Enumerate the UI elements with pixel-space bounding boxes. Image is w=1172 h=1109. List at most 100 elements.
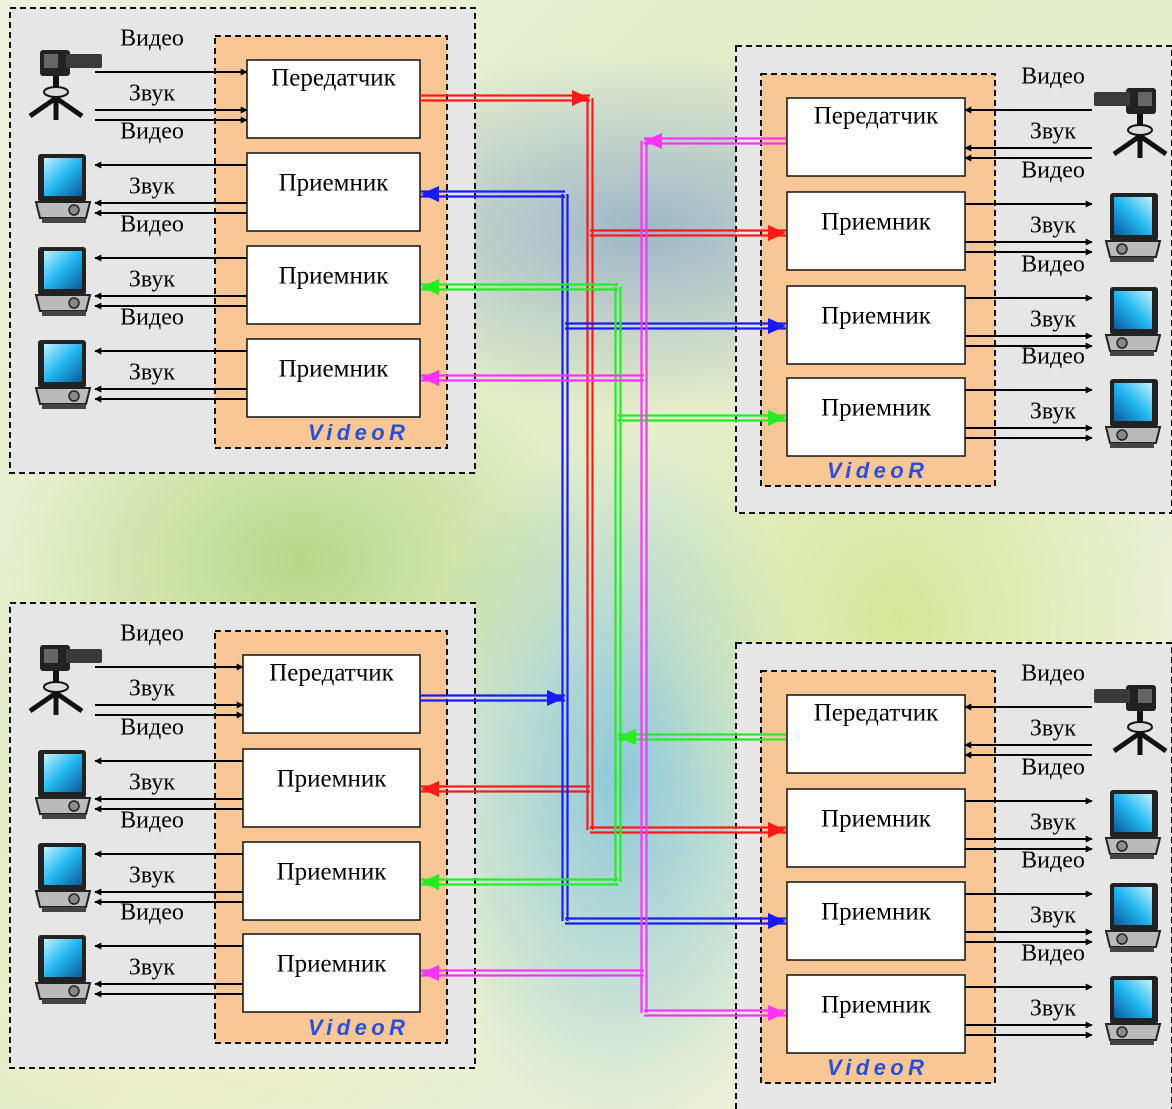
monitor-screen: [44, 939, 82, 977]
receiver-box: [242, 748, 421, 828]
link-top-right: [421, 133, 786, 1021]
video-label: Видео: [120, 808, 184, 834]
link-bottom-right: [421, 279, 786, 890]
transmitter-label: Передатчик: [271, 65, 396, 92]
link-arrowhead: [768, 318, 786, 334]
video-label: Видео: [1021, 252, 1085, 278]
monitor-base: [1104, 1023, 1162, 1041]
link-arrowhead: [768, 410, 786, 426]
video-label: Видео: [1021, 344, 1085, 370]
monitor-foot: [1110, 854, 1154, 859]
audio-label: Звук: [1030, 307, 1077, 333]
video-label: Видео: [120, 900, 184, 926]
monitor-icon: [34, 247, 92, 316]
audio-label: Звук: [129, 81, 176, 107]
monitor-knob: [68, 297, 80, 309]
audio-label: Звук: [1030, 996, 1077, 1022]
audio-label: Звук: [129, 676, 176, 702]
receiver-box: [786, 191, 966, 271]
audio-label: Звук: [1030, 119, 1077, 145]
monitor-base: [34, 982, 92, 1000]
tripod-legs: [28, 95, 84, 120]
monitor-knob: [68, 204, 80, 216]
receiver-box: [786, 881, 966, 961]
video-label: Видео: [1021, 941, 1085, 967]
link-arrowhead: [421, 279, 439, 295]
transmitter-box: [786, 97, 966, 177]
link-arrowhead: [572, 90, 590, 106]
receiver-label: Приемник: [279, 356, 390, 383]
receiver-box: [786, 285, 966, 365]
monitor-screen: [1114, 291, 1152, 329]
receiver-label: Приемник: [821, 395, 932, 422]
monitor-knob: [1116, 243, 1128, 255]
monitor-screen: [44, 847, 82, 885]
link-arrowhead: [768, 225, 786, 241]
video-label: Видео: [120, 212, 184, 238]
monitor-base: [34, 294, 92, 312]
monitor-knob: [1116, 337, 1128, 349]
link-arrowhead: [421, 965, 439, 981]
monitor-base: [34, 387, 92, 405]
receiver-box: [246, 152, 421, 232]
camera-mount: [43, 681, 69, 693]
monitor-screen: [1114, 197, 1152, 235]
video-label: Видео: [120, 119, 184, 145]
camera-lens: [1094, 689, 1130, 703]
monitor-knob: [1116, 840, 1128, 852]
receiver-label: Приемник: [821, 899, 932, 926]
camera-viewfinder: [44, 649, 58, 663]
monitor-base: [34, 890, 92, 908]
monitor-foot: [1110, 947, 1154, 952]
monitor-foot: [1110, 443, 1154, 448]
receiver-label: Приемник: [279, 263, 390, 290]
monitor-foot: [42, 814, 86, 819]
monitor-foot: [42, 999, 86, 1004]
link-arrowhead: [768, 1005, 786, 1021]
station-top-right: ПередатчикВидеоЗвукПриемникВидеоЗвукПрие…: [735, 45, 1172, 514]
monitor-icon: [34, 750, 92, 819]
audio-label: Звук: [1030, 213, 1077, 239]
link-arrowhead: [547, 690, 565, 706]
camera-mount: [1127, 124, 1153, 136]
receiver-box: [786, 788, 966, 868]
monitor-foot: [1110, 351, 1154, 356]
monitor-screen: [44, 251, 82, 289]
tripod-legs: [1112, 730, 1168, 755]
monitor-icon: [34, 154, 92, 223]
audio-label: Звук: [129, 863, 176, 889]
monitor-foot: [42, 311, 86, 316]
monitor-icon: [1104, 883, 1162, 952]
receiver-box: [246, 338, 421, 418]
receiver-label: Приемник: [279, 170, 390, 197]
monitor-knob: [68, 800, 80, 812]
video-label: Видео: [1021, 661, 1085, 687]
monitor-knob: [1116, 1026, 1128, 1038]
monitor-base: [1104, 930, 1162, 948]
receiver-label: Приемник: [277, 859, 388, 886]
receiver-label: Приемник: [821, 303, 932, 330]
monitor-icon: [1104, 976, 1162, 1045]
video-label: Видео: [1021, 64, 1085, 90]
video-label: Видео: [1021, 755, 1085, 781]
link-arrowhead: [768, 913, 786, 929]
station-bottom-left: ПередатчикВидеоЗвукПриемникВидеоЗвукПрие…: [9, 602, 476, 1069]
monitor-screen: [1114, 383, 1152, 421]
monitor-screen: [1114, 980, 1152, 1018]
audio-label: Звук: [1030, 716, 1077, 742]
monitor-foot: [1110, 257, 1154, 262]
monitor-base: [34, 797, 92, 815]
monitor-base: [1104, 240, 1162, 258]
receiver-box: [786, 377, 966, 457]
camera-mount: [1127, 721, 1153, 733]
audio-label: Звук: [1030, 810, 1077, 836]
receiver-box: [246, 245, 421, 325]
link-arrowhead: [644, 133, 662, 149]
link-arrowhead: [618, 729, 636, 745]
video-camera-icon: [1094, 685, 1168, 755]
monitor-knob: [1116, 933, 1128, 945]
camera-lens: [66, 649, 102, 663]
receiver-label: Приемник: [277, 951, 388, 978]
monitor-icon: [1104, 287, 1162, 356]
